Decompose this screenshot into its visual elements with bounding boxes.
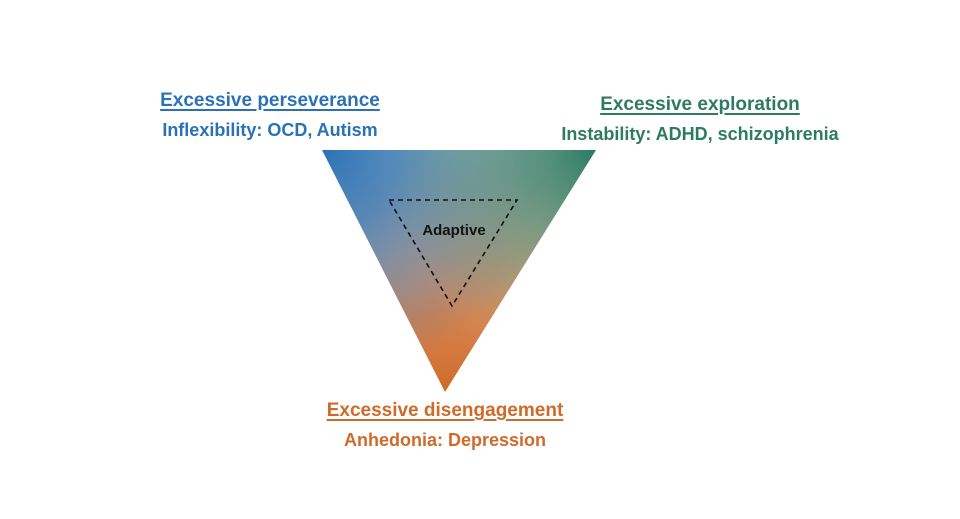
perseverance-subtext: Inflexibility: OCD, Autism — [162, 120, 378, 140]
outer-triangle — [322, 150, 596, 392]
disengagement-subtext: Anhedonia: Depression — [343, 430, 547, 450]
adaptive-label: Adaptive — [422, 222, 486, 239]
exploration-subtext: Instability: ADHD, schizophrenia — [561, 124, 839, 144]
exploration-heading: Excessive exploration — [600, 94, 800, 115]
exploration-label-group: Excessive exploration Instability: ADHD,… — [530, 92, 870, 147]
perseverance-heading: Excessive perseverance — [160, 90, 380, 111]
disengagement-heading: Excessive disengagement — [326, 400, 564, 421]
perseverance-label-group: Excessive perseverance Inflexibility: OC… — [140, 88, 400, 143]
disengagement-label-group: Excessive disengagement Anhedonia: Depre… — [300, 398, 590, 453]
adaptive-zone-outline — [387, 199, 519, 308]
